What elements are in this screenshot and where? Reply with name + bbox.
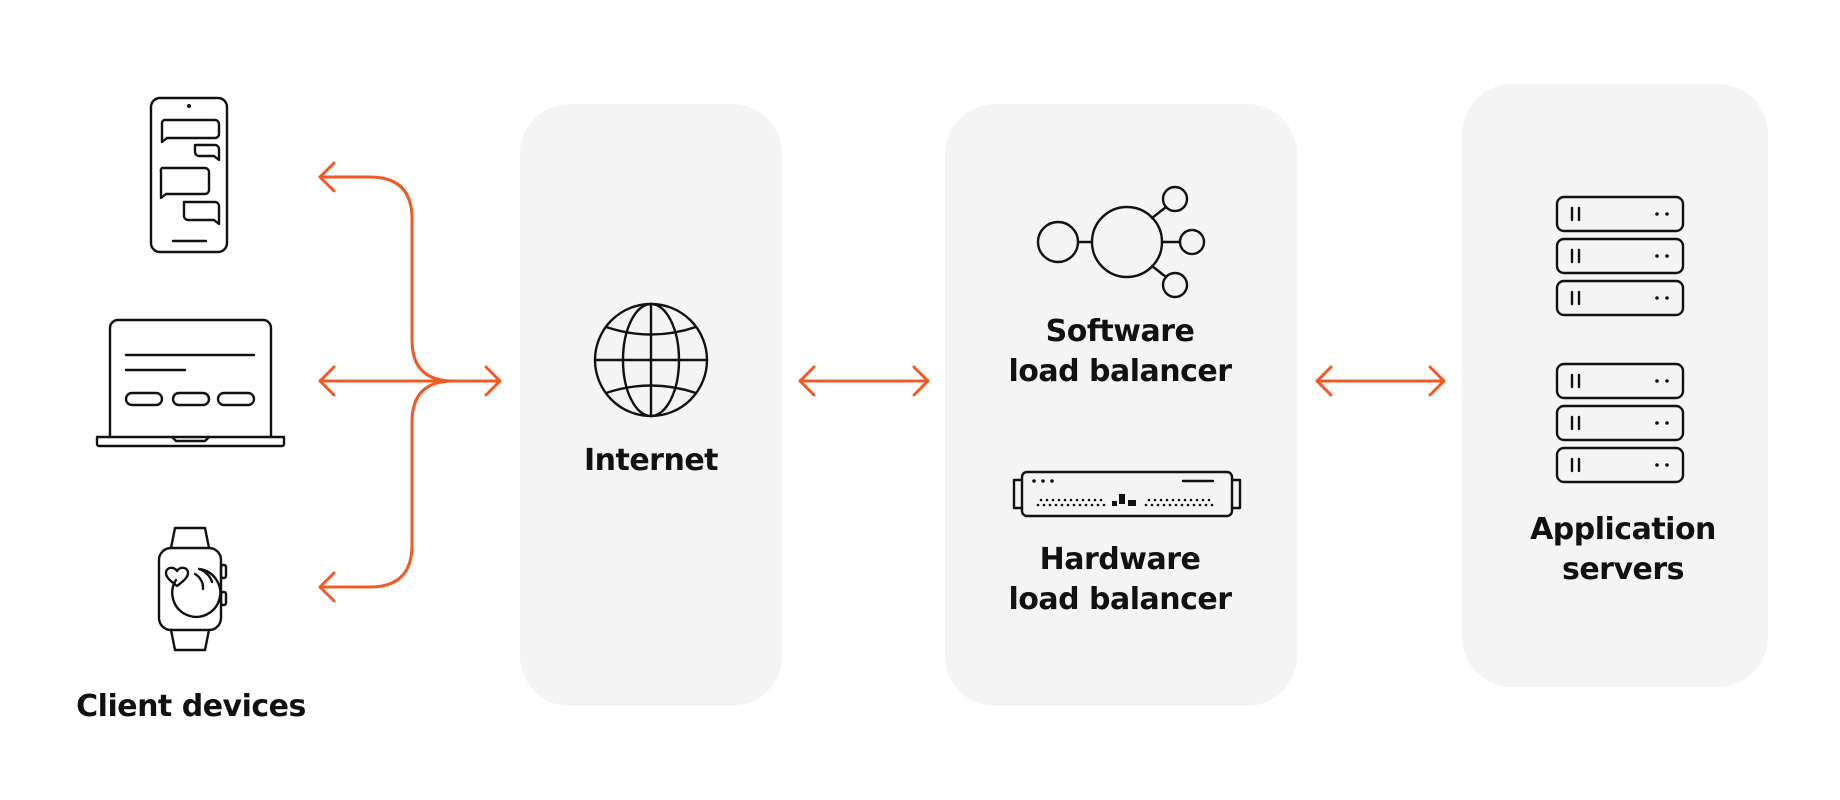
server-unit bbox=[1555, 404, 1685, 442]
server-unit bbox=[1555, 237, 1685, 275]
globe-icon bbox=[593, 302, 709, 418]
server-unit bbox=[1555, 279, 1685, 317]
app-servers-label-line2: servers bbox=[1562, 552, 1684, 587]
server-unit bbox=[1555, 446, 1685, 484]
hardware-lb-label-line1: Hardware bbox=[1040, 542, 1201, 577]
fanout-branch-top bbox=[318, 175, 455, 383]
app-servers-panel bbox=[1462, 84, 1768, 687]
server-unit bbox=[1555, 195, 1685, 233]
lb-servers-arrow bbox=[1315, 365, 1446, 397]
smartwatch-icon bbox=[157, 526, 228, 652]
client-fanout-connector bbox=[318, 161, 502, 603]
internet-lb-arrow bbox=[798, 365, 930, 397]
client-devices-label: Client devices bbox=[76, 689, 306, 724]
app-servers-label-line1: Application bbox=[1530, 512, 1716, 547]
arrowhead-left-phone bbox=[318, 161, 336, 193]
rack-appliance-icon bbox=[1012, 470, 1242, 518]
server-unit bbox=[1555, 362, 1685, 400]
load-balancer-panel bbox=[945, 104, 1297, 706]
laptop-icon bbox=[95, 318, 286, 448]
rack-vent-dots bbox=[1032, 479, 1214, 507]
internet-label: Internet bbox=[584, 443, 718, 478]
arrowhead-left-watch bbox=[318, 571, 336, 603]
arrowhead-left-laptop bbox=[318, 365, 336, 397]
software-lb-label-line1: Software bbox=[1046, 314, 1195, 349]
server-stack-icon bbox=[1555, 362, 1685, 484]
arrowhead-right-internet bbox=[484, 365, 502, 397]
server-stack-icon bbox=[1555, 195, 1685, 317]
software-lb-label-line2: load balancer bbox=[1008, 354, 1232, 389]
network-hub-icon bbox=[1036, 185, 1206, 299]
fanout-branch-bottom bbox=[318, 379, 455, 589]
smartphone-chat-icon bbox=[149, 96, 229, 254]
hardware-lb-label-line2: load balancer bbox=[1008, 582, 1232, 617]
